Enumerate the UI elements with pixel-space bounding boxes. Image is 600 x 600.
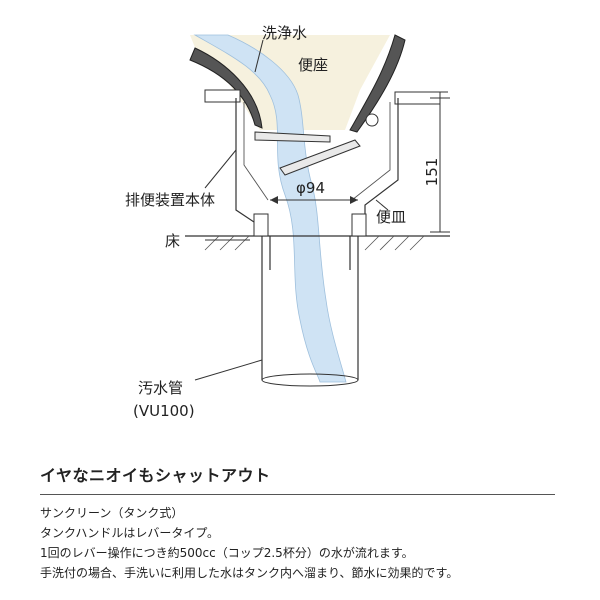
description-line: タンクハンドルはレバータイプ。	[40, 526, 220, 540]
drain-pipe-spec-label: (VU100)	[133, 402, 195, 420]
floor-label: 床	[165, 232, 180, 250]
diameter-arrow-left	[270, 196, 278, 204]
description-line: 手洗付の場合、手洗いに利用した水はタンク内へ溜まり、節水に効果的です。	[40, 566, 459, 580]
drain-pipe-end	[261, 373, 359, 387]
valve-flap	[279, 139, 361, 176]
description-line: 1回のレバー操作につき約500cc（コップ2.5杯分）の水が流れます。	[40, 546, 414, 560]
diameter-label: φ94	[296, 179, 325, 197]
divider	[40, 494, 555, 495]
leader-lines	[194, 39, 389, 381]
drain-diagram: φ94 151 洗浄水 便座 排便装置本体 床 便皿 汚水管 (VU100)	[125, 24, 450, 420]
drain-pipe	[261, 236, 359, 380]
toilet-body-inner	[243, 102, 391, 201]
connector-left	[253, 213, 269, 237]
seat-rim-left	[189, 47, 263, 129]
drain-pipe-label: 汚水管	[138, 379, 183, 397]
floor-hatch	[204, 235, 425, 251]
description: サンクリーン（タンク式） タンクハンドルはレバータイプ。 1回のレバー操作につき…	[40, 503, 570, 583]
toilet-bowl-label: 便皿	[376, 208, 406, 226]
connector-right	[351, 213, 367, 237]
height-label: 151	[423, 158, 441, 187]
seat-ledge-left	[204, 89, 241, 103]
toilet-seat-label: 便座	[298, 56, 328, 74]
diameter-arrow-right	[350, 196, 358, 204]
toilet-body-label: 排便装置本体	[125, 191, 215, 209]
flush-water-label: 洗浄水	[262, 24, 307, 42]
valve-pivot	[365, 113, 379, 127]
flush-water-stream	[193, 34, 347, 383]
seat-rim-right	[349, 34, 406, 133]
description-line: サンクリーン（タンク式）	[40, 506, 184, 520]
valve-plate	[254, 131, 331, 143]
section-heading: イヤなニオイもシャットアウト	[40, 466, 271, 485]
